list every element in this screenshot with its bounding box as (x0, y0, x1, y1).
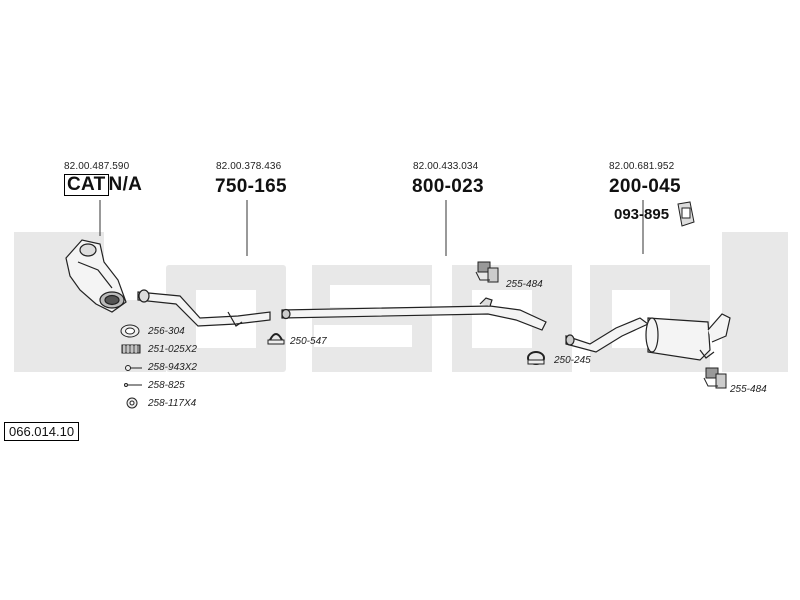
washer-label: 258-117X4 (148, 398, 197, 409)
oe-number: 82.00.681.952 (609, 161, 675, 172)
front-pipe-drawing (137, 289, 271, 327)
sub-part-code: 093-895 (614, 206, 670, 223)
bolt-drawing (125, 365, 142, 371)
gasket-label: 256-304 (148, 326, 185, 337)
centre-pipe-drawing (281, 297, 547, 331)
part-code: 800-023 (412, 176, 484, 197)
oe-number: 82.00.487.590 (64, 161, 130, 172)
clamp-1-drawing (267, 333, 285, 345)
hanger-label: 255-484 (730, 384, 767, 395)
mounting-kit-drawing (677, 201, 695, 227)
clamp-2-drawing (527, 351, 545, 365)
spring-label: 251-025X2 (148, 344, 197, 355)
part-code-value: N/A (108, 174, 143, 195)
bolt-label: 258-943X2 (148, 362, 197, 373)
hanger-1-drawing (475, 261, 499, 283)
rear-silencer-drawing (565, 313, 731, 361)
hanger-label: 255-484 (506, 279, 543, 290)
diagram-reference: 066.014.10 (4, 422, 80, 441)
part-code: 750-165 (215, 176, 287, 197)
cat-badge: CAT (64, 174, 109, 196)
clamp-label: 250-245 (554, 355, 591, 366)
hanger-2-drawing (703, 367, 727, 389)
part-code: 200-045 (609, 176, 681, 197)
oe-number: 82.00.378.436 (216, 161, 282, 172)
spring-drawing (121, 344, 141, 354)
catalytic-converter-drawing (65, 239, 127, 313)
oe-number: 82.00.433.034 (413, 161, 479, 172)
clamp-label: 250-547 (290, 336, 327, 347)
stud-label: 258-825 (148, 380, 185, 391)
